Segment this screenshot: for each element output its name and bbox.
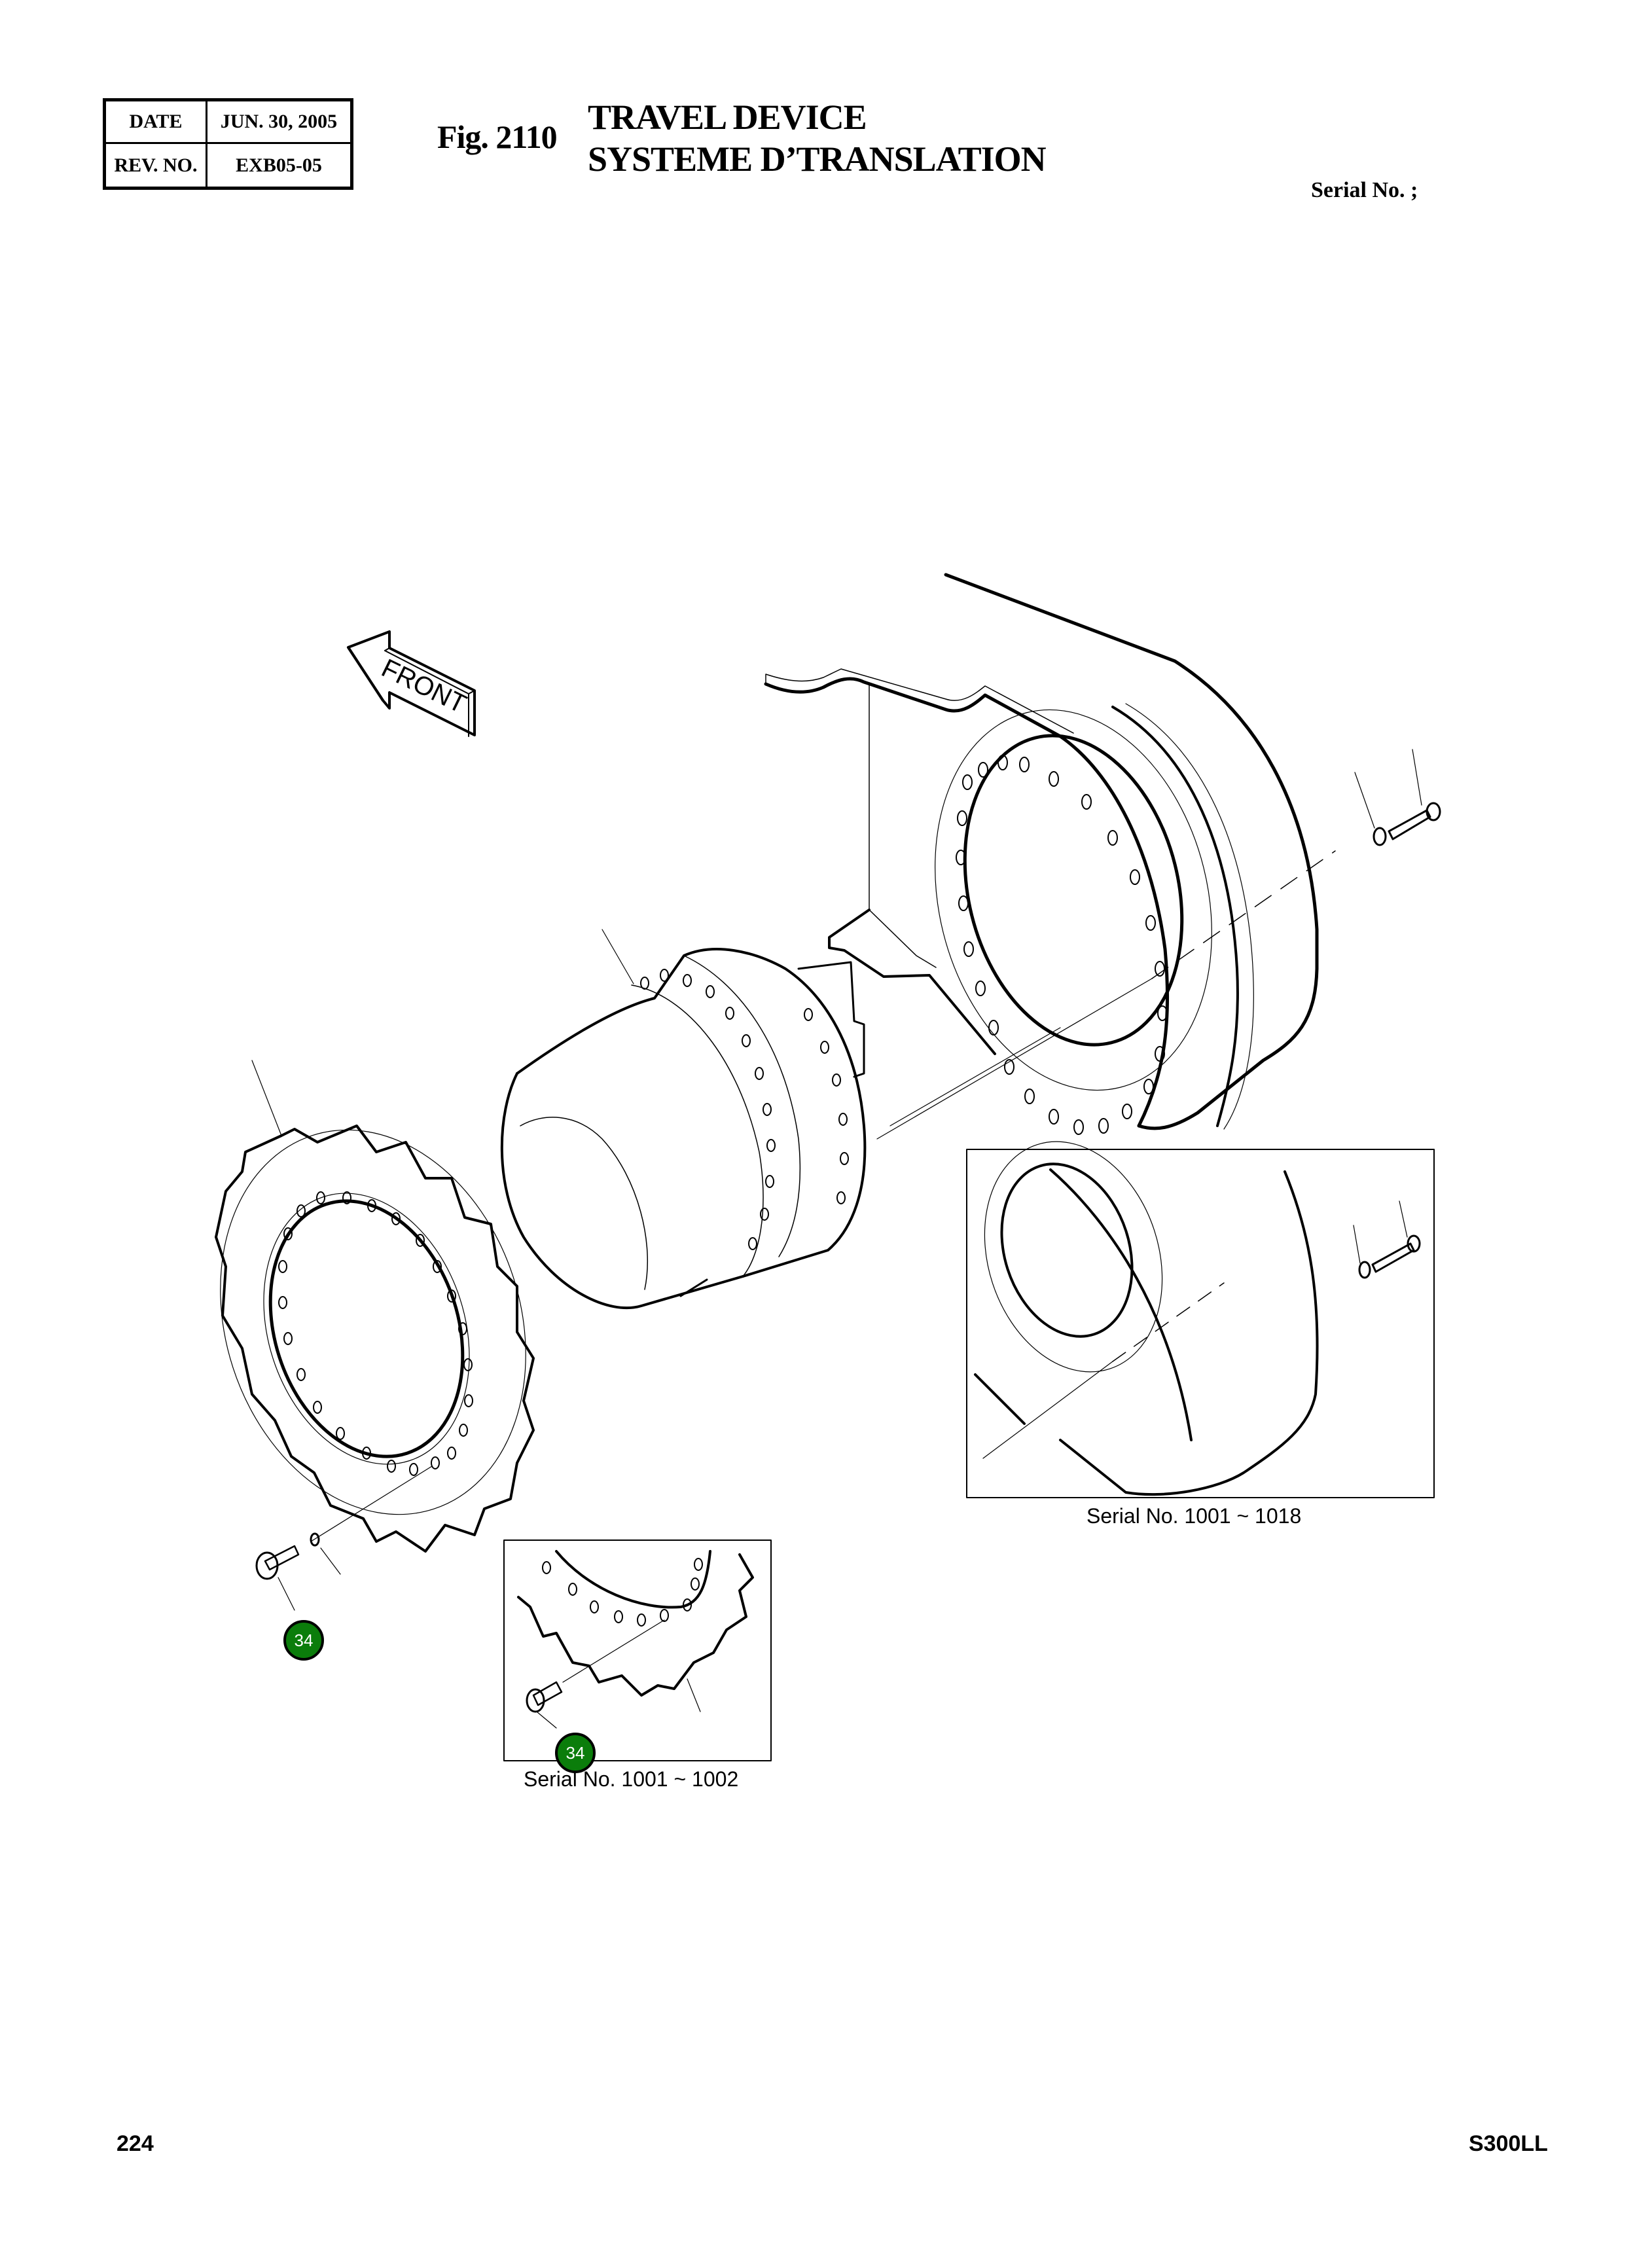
inset-caption-sprocket-bolt: Serial No. 1001 ~ 1002	[524, 1767, 739, 1791]
travel-motor	[500, 929, 1061, 1310]
page-title-en: TRAVEL DEVICE	[588, 98, 867, 137]
sprocket-bolt-inset-drawing	[503, 1540, 772, 1761]
revision-table: DATE JUN. 30, 2005 REV. NO. EXB05-05	[103, 98, 353, 190]
page-title-fr: SYSTEME D’TRANSLATION	[588, 139, 1047, 179]
model-name: S300LL	[1469, 2131, 1548, 2156]
front-arrow-icon: FRONT	[347, 630, 476, 737]
inset-caption-frame-bolt: Serial No. 1001 ~ 1018	[1086, 1504, 1302, 1528]
sprocket	[215, 1060, 535, 1611]
figure-number: Fig. 2110	[437, 118, 558, 155]
date-label: DATE	[106, 101, 207, 144]
page-number: 224	[117, 2131, 154, 2156]
rev-label: REV. NO.	[106, 144, 207, 187]
track-frame	[764, 573, 1441, 1140]
part-callout-34-inset[interactable]: 34	[555, 1733, 596, 1773]
date-value: JUN. 30, 2005	[207, 101, 350, 144]
serial-number-label: Serial No. ;	[1311, 178, 1418, 202]
frame-bolt-inset-drawing	[966, 1141, 1435, 1498]
rev-value: EXB05-05	[236, 154, 322, 176]
part-callout-34[interactable]: 34	[283, 1620, 324, 1661]
